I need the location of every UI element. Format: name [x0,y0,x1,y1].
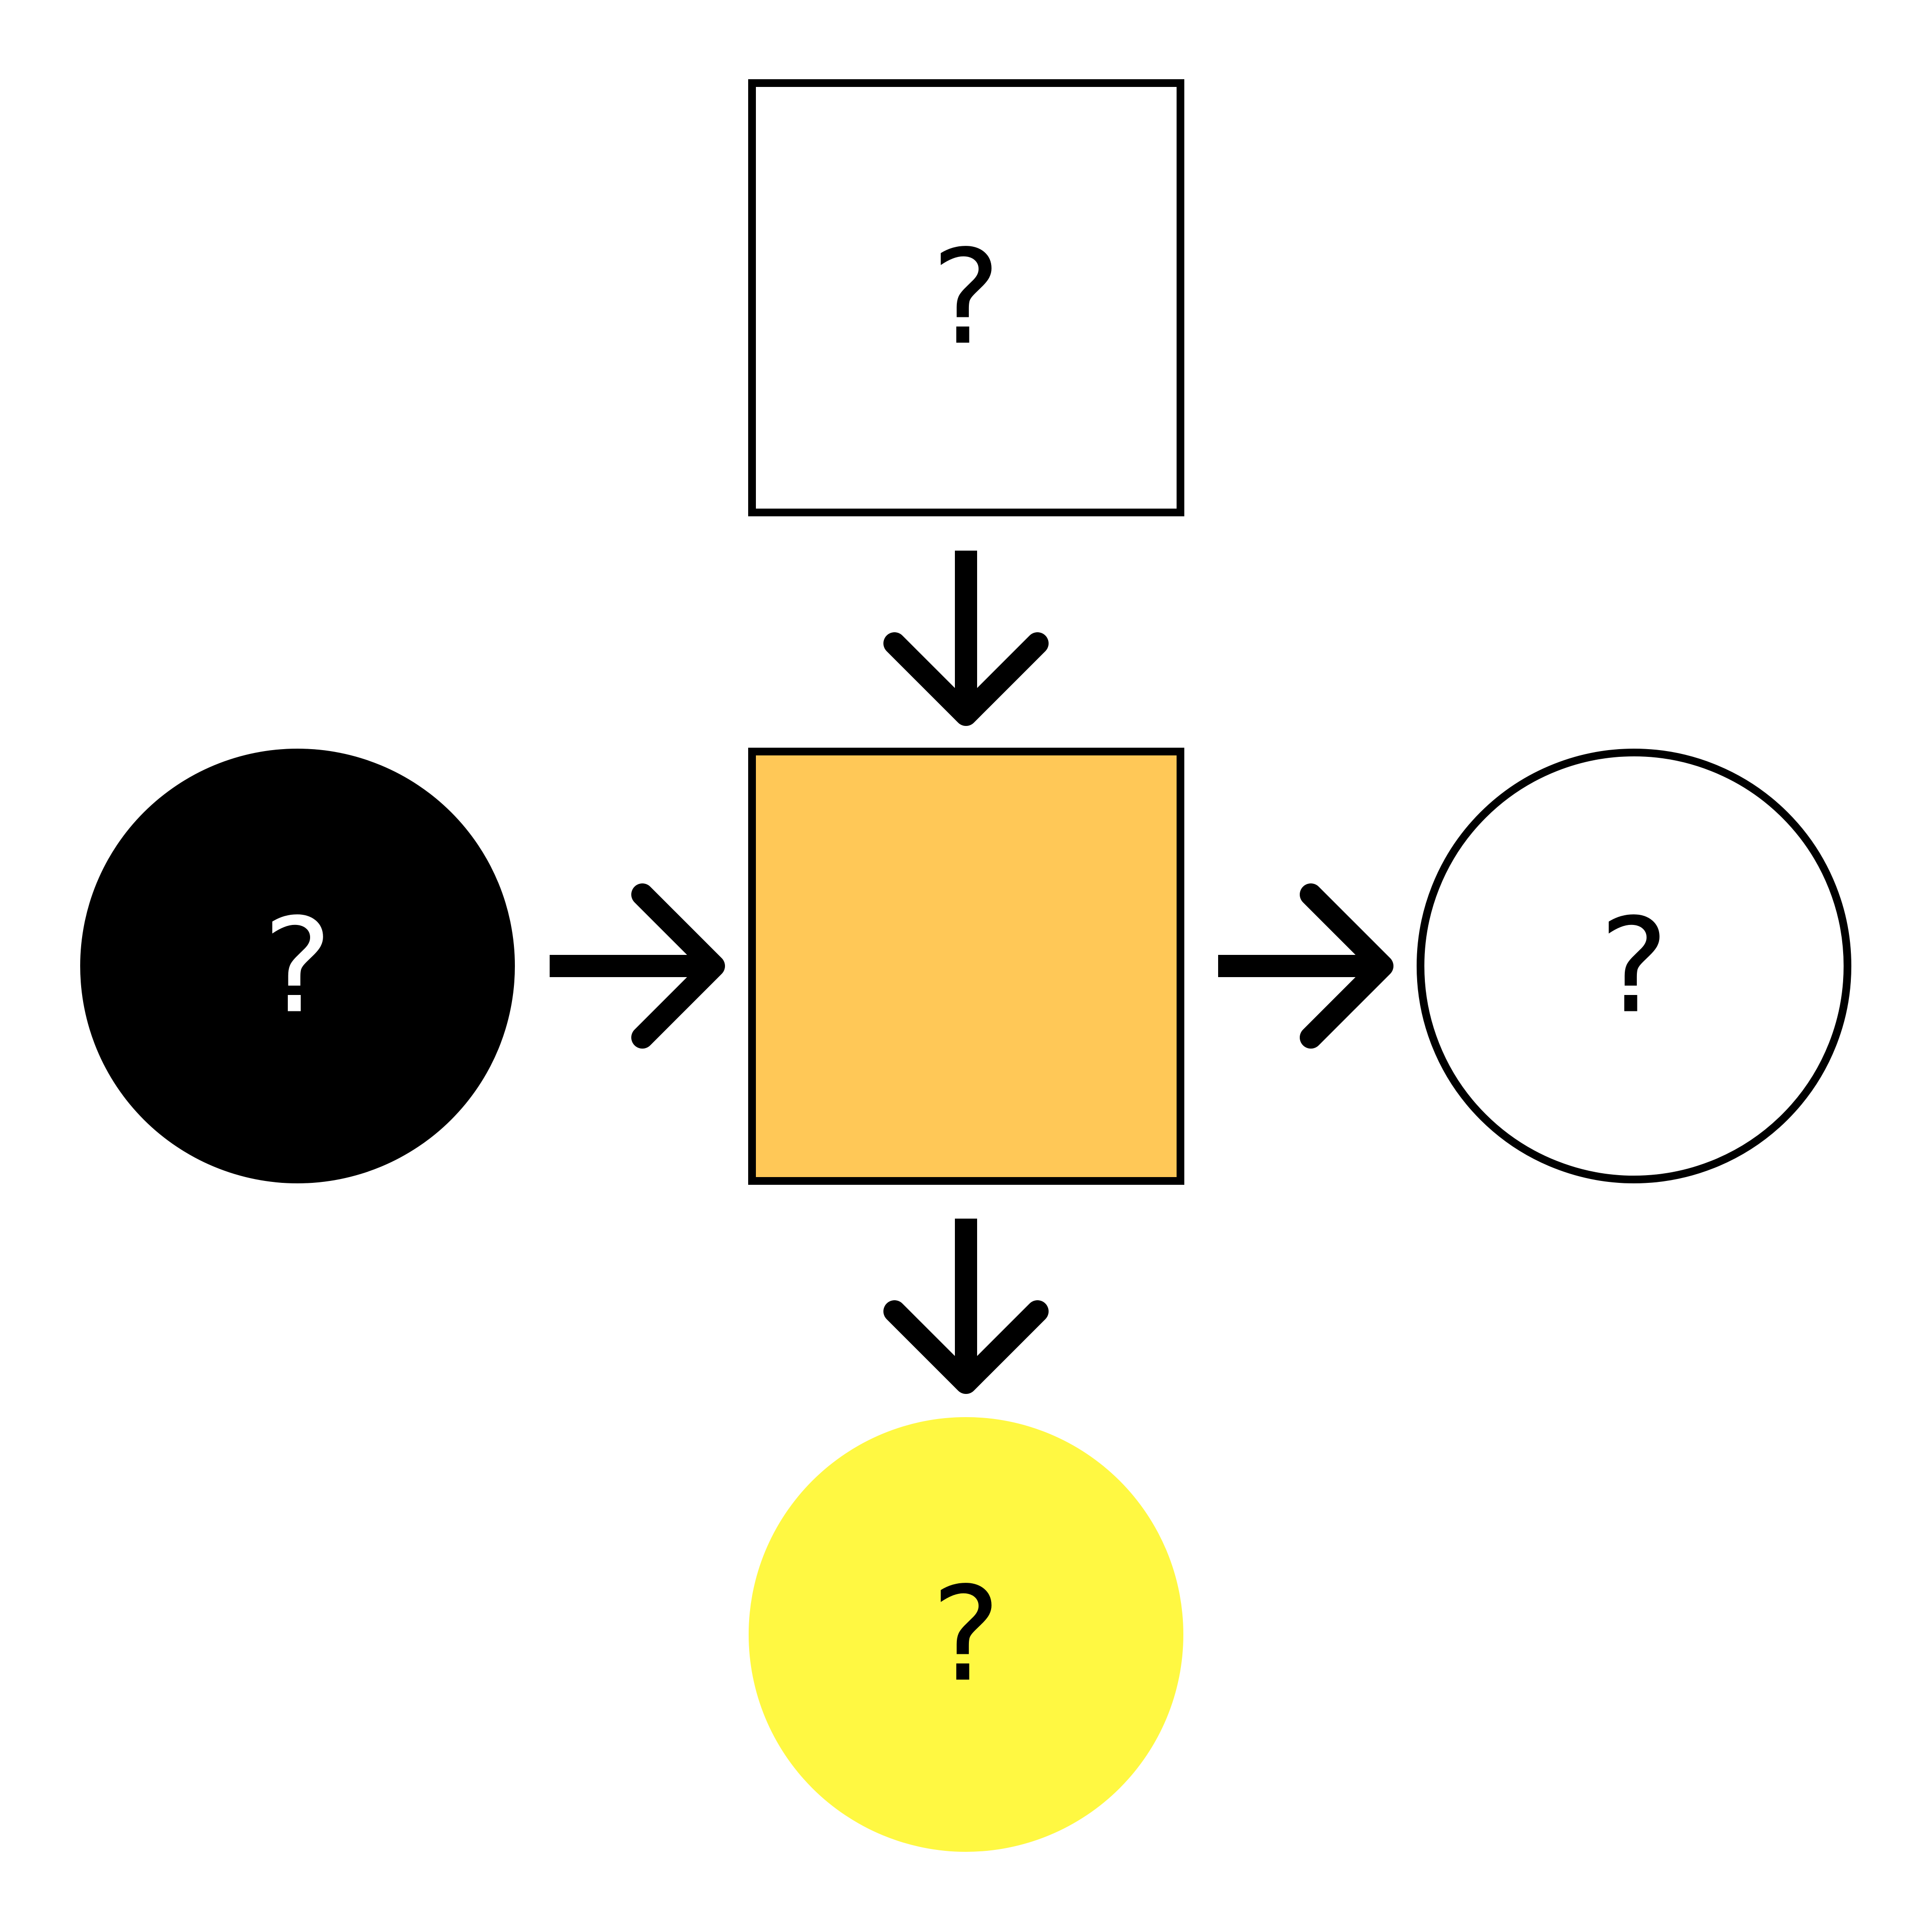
top-node-label: ? [931,222,1000,374]
top-node: ? [748,79,1184,516]
right-node-circle [1417,749,1851,1183]
left-node: ? [80,749,515,1183]
arrow-left-to-center [550,883,725,1049]
bottom-node: ? [749,1417,1183,1852]
arrow-top-to-center [883,551,1049,726]
right-node: ? [1417,749,1851,1183]
center-node [748,748,1184,1185]
right-node-label: ? [1599,890,1668,1042]
arrow-top-to-center-head [883,632,1049,726]
left-node-circle [80,749,515,1183]
bottom-node-label: ? [931,1559,1000,1711]
arrow-center-to-bottom [883,1219,1049,1394]
arrow-center-to-right [1218,883,1393,1049]
top-node-box [748,79,1184,516]
arrow-center-to-bottom-head [883,1300,1049,1394]
center-node-box [748,748,1184,1185]
arrow-center-to-right-head [1300,883,1393,1049]
left-node-label: ? [263,890,332,1042]
bottom-node-circle [749,1417,1183,1852]
arrow-left-to-center-head [631,883,725,1049]
